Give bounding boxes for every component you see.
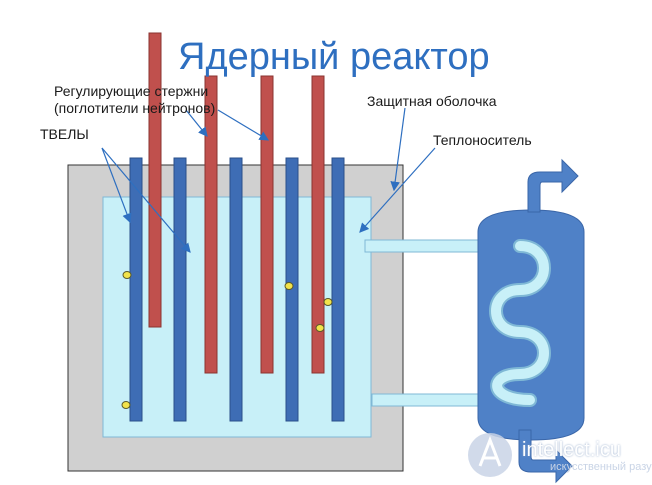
- control-rod: [260, 75, 274, 374]
- label-pointers: [101, 107, 436, 253]
- watermark-logo: [468, 433, 512, 477]
- neutron-dot: [121, 401, 131, 409]
- fuel-rods: [129, 157, 345, 422]
- heat-exchanger: [477, 209, 585, 441]
- fuel-rod: [229, 157, 243, 422]
- fuel-rods-label: ТВЕЛЫ: [40, 126, 89, 142]
- control-rods: [148, 32, 325, 374]
- control-rod: [204, 75, 218, 374]
- neutron-dot: [323, 298, 333, 306]
- return-arrow: [518, 429, 573, 484]
- fuel-rod: [129, 157, 143, 422]
- control-rods-sublabel: (поглотители нейтронов): [54, 100, 216, 116]
- fuel-rod: [285, 157, 299, 422]
- fuel-rod: [331, 157, 345, 422]
- shell-label: Защитная оболочка: [367, 93, 497, 109]
- page-title: Ядерный реактор: [178, 36, 490, 78]
- watermark-subtext: искусственный разум: [550, 461, 652, 473]
- control-rod: [148, 32, 162, 328]
- watermark-text: intellect.icu: [522, 439, 621, 461]
- fuel-rod: [173, 157, 187, 422]
- steam-outlet-arrow: [527, 158, 579, 213]
- coolant-label: Теплоноситель: [433, 132, 532, 148]
- neutron-dot: [122, 271, 132, 279]
- control-rods-label: Регулирующие стержни: [54, 83, 209, 99]
- neutron-dot: [284, 282, 294, 290]
- neutron-dot: [315, 324, 325, 332]
- control-rod: [311, 75, 325, 374]
- neutron-particles: [121, 271, 333, 409]
- watermark: intellect.icu искусственный разум: [470, 435, 652, 481]
